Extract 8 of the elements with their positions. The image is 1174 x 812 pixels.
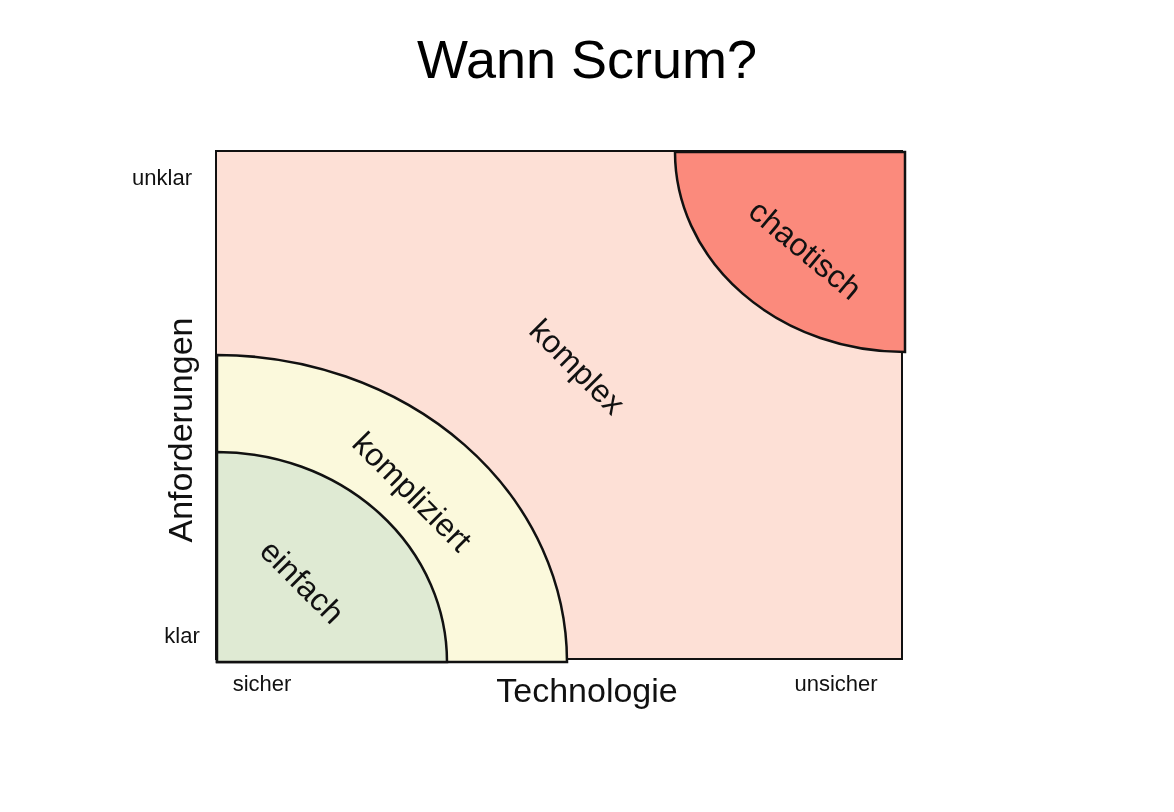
axis-tick-label: unsicher (794, 671, 878, 697)
axis-label: Anforderungen (160, 317, 200, 543)
title: Wann Scrum? (415, 28, 759, 90)
axis-tick-label: unklar (132, 165, 192, 191)
chaotic-region (675, 152, 905, 352)
axis-label: Technologie (496, 670, 678, 710)
axis-tick-label: sicher (232, 671, 292, 697)
axis-tick-label: klar (164, 623, 200, 649)
